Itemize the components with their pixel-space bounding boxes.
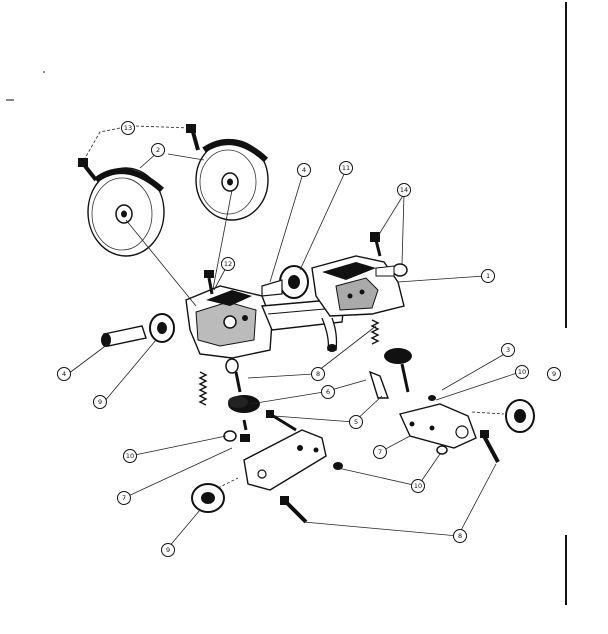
chassis-left-housing	[185, 285, 273, 359]
page-frame-marks	[6, 2, 567, 605]
bolt-left	[101, 325, 147, 347]
callout-10-right: 10	[515, 365, 529, 379]
screw-top	[204, 270, 214, 295]
roller-center-left	[228, 395, 260, 413]
callout-10-right-label: 10	[518, 368, 526, 376]
callout-10-left-label: 10	[126, 452, 134, 460]
callout-11: 11	[339, 161, 353, 175]
callout-7-left-label: 7	[122, 494, 126, 502]
chassis-right-housing	[311, 255, 405, 317]
nut-right-upper	[428, 395, 436, 401]
screw-right-b	[375, 263, 408, 277]
callout-9-bottom: 9	[161, 543, 175, 557]
callout-6: 6	[321, 385, 335, 399]
callout-12: 12	[221, 257, 235, 271]
callout-10-left: 10	[123, 449, 137, 463]
bolt-upper-left	[78, 158, 98, 182]
callout-11-label: 11	[342, 164, 350, 172]
callout-3: 3	[501, 343, 515, 357]
callout-9-bottom-label: 9	[166, 546, 170, 554]
leader-lines	[67, 125, 521, 549]
callout-4-upper-label: 4	[302, 166, 306, 174]
screw-mid-bolt	[266, 410, 297, 432]
screw-lower-center	[240, 419, 250, 442]
callout-6-label: 6	[326, 388, 330, 396]
callout-8-lower: 8	[453, 529, 467, 543]
callout-4-upper: 4	[297, 163, 311, 177]
bearing-right	[505, 399, 535, 433]
callout-8-lower-label: 8	[458, 532, 462, 540]
bearing-bottom-left	[191, 483, 225, 513]
callout-2: 2	[151, 143, 165, 157]
callout-10-center-label: 10	[414, 482, 422, 490]
bearing-left	[149, 313, 175, 343]
nut-center	[333, 462, 343, 470]
bearing-center	[261, 265, 309, 299]
nut-right-lower	[436, 445, 448, 455]
callout-4-lower-label: 4	[62, 370, 66, 378]
callout-7-right-label: 7	[378, 448, 382, 456]
wheel-right	[195, 139, 269, 221]
callout-5-label: 5	[354, 418, 358, 426]
callout-4-lower: 4	[57, 367, 71, 381]
callout-9-right-label: 9	[552, 370, 556, 378]
link-plate-left	[243, 429, 327, 491]
callout-8-upper-label: 8	[316, 370, 320, 378]
callout-3-label: 3	[506, 346, 510, 354]
callout-7-left: 7	[117, 491, 131, 505]
spring-center	[370, 319, 380, 345]
callout-13: 13	[121, 121, 135, 135]
roller-center-right	[384, 348, 412, 393]
long-bolt-right	[480, 430, 500, 463]
callout-8-upper: 8	[311, 367, 325, 381]
link-plate-right	[399, 403, 477, 449]
long-bolt-bottom	[280, 496, 308, 524]
callout-2-label: 2	[156, 146, 160, 154]
callout-12-label: 12	[224, 260, 232, 268]
pin-right	[368, 370, 389, 399]
callout-7-right: 7	[373, 445, 387, 459]
screw-right-a	[370, 232, 382, 257]
callout-1: 1	[481, 269, 495, 283]
bolt-upper-right	[186, 124, 200, 151]
nut-left	[223, 430, 237, 442]
callout-9-left-label: 9	[98, 398, 102, 406]
wheel-left	[87, 167, 165, 257]
callout-10-center: 10	[411, 479, 425, 493]
callout-1-label: 1	[486, 272, 490, 280]
callout-14: 14	[397, 183, 411, 197]
callout-9-left: 9	[93, 395, 107, 409]
callout-13-label: 13	[124, 124, 132, 132]
pin-left	[225, 358, 242, 393]
callout-5: 5	[349, 415, 363, 429]
callout-14-label: 14	[400, 186, 408, 194]
spring-left	[198, 371, 208, 406]
callout-9-right: 9	[547, 367, 561, 381]
